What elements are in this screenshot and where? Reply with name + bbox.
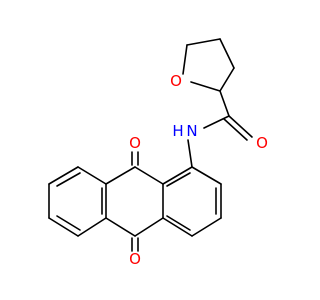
bond [48, 166, 79, 185]
molecule-svg: O N H O O O [48, 38, 268, 268]
bond [77, 217, 107, 237]
molecule-diagram: O N H O O O [48, 38, 268, 268]
tetrahydrofuran-ring [182, 38, 235, 92]
aromatic-ring-right [162, 166, 222, 237]
bond [134, 166, 164, 185]
bond [190, 81, 221, 92]
bond [56, 172, 81, 187]
bond [134, 217, 164, 237]
amide-oxygen-label: O [256, 134, 268, 152]
bond [219, 67, 235, 92]
bond [162, 217, 193, 237]
bond [219, 38, 235, 69]
bond [191, 166, 222, 185]
bond [105, 166, 136, 185]
bond [166, 172, 191, 187]
quinone-oxygen-bottom-label: O [129, 250, 141, 268]
bond [203, 115, 230, 129]
bond [48, 217, 79, 237]
quinone-oxygen-top-label: O [129, 134, 141, 152]
bond [182, 44, 188, 75]
amide-hydrogen-label: H [172, 122, 183, 140]
atom-labels: O N H O O O [129, 72, 268, 268]
bond [56, 215, 81, 231]
amide-group [187, 90, 253, 168]
bond [105, 217, 136, 237]
bond [166, 215, 191, 231]
bond [162, 166, 193, 185]
aromatic-ring-left [48, 166, 107, 237]
bond [219, 90, 230, 117]
bond [228, 115, 253, 138]
bond [186, 38, 221, 46]
bond [223, 118, 248, 141]
quinone-ring [105, 151, 164, 252]
ring-oxygen-label: O [170, 72, 182, 90]
amide-nitrogen-label: N [186, 122, 197, 140]
bond [191, 217, 222, 237]
bond [77, 166, 107, 185]
bond [187, 139, 193, 168]
